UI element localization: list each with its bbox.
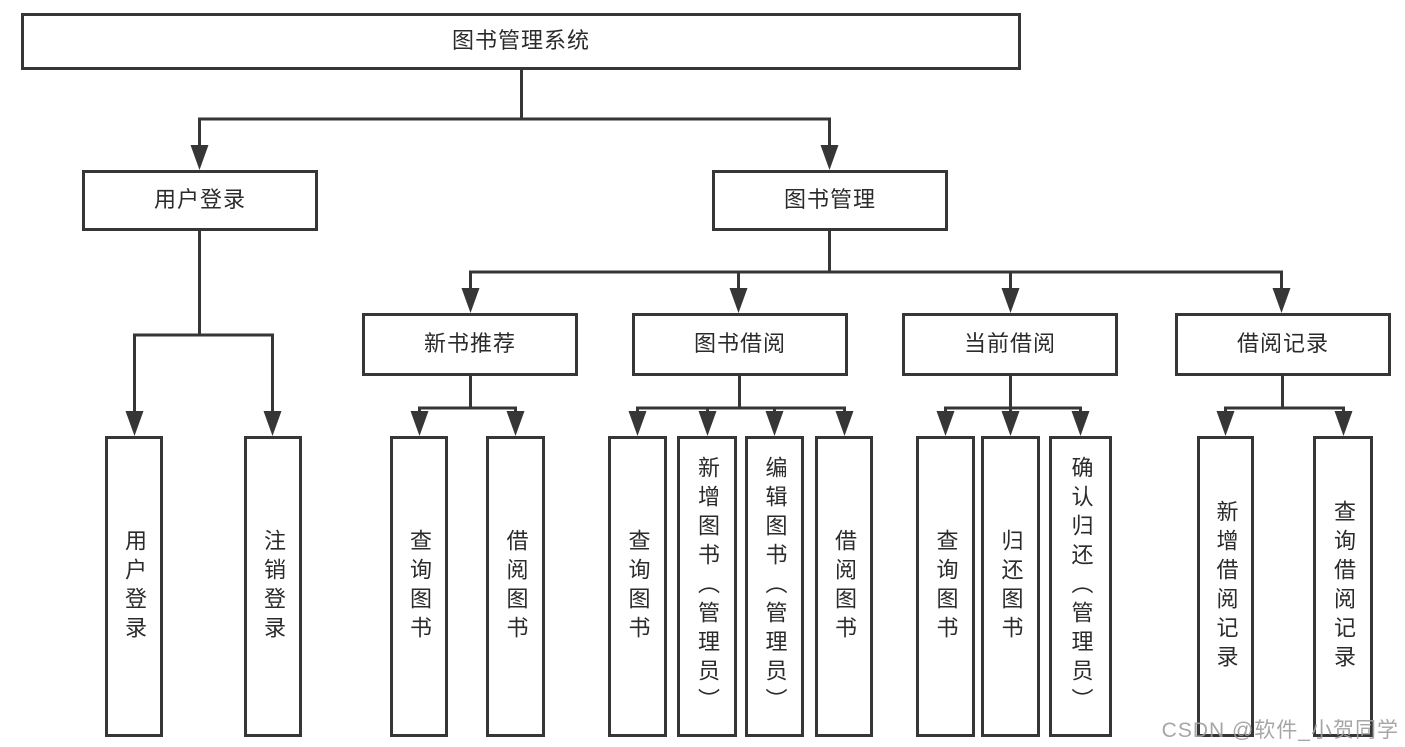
node-book-borrow: 图书借阅	[632, 313, 848, 376]
node-label: 图书管理系统	[451, 28, 590, 54]
node-label: 用户登录	[153, 187, 246, 213]
leaf-label: 新增借阅记录	[1213, 499, 1239, 674]
leaf-label: 编辑图书（管理员）	[762, 456, 788, 717]
leaf-label: 查询图书	[407, 528, 432, 645]
leaf-label: 确认归还（管理员）	[1068, 456, 1094, 717]
leaf-label: 注销登录	[261, 528, 286, 645]
node-label: 新书推荐	[423, 331, 516, 357]
leaf-label: 归还图书	[998, 528, 1024, 645]
leaf-label: 用户登录	[122, 528, 147, 645]
node-user-login-branch: 用户登录	[82, 170, 318, 231]
leaf-borrow-books: 借阅图书	[486, 436, 545, 737]
csdn-watermark: CSDN @软件_小贺同学	[1161, 719, 1399, 742]
node-label: 图书借阅	[693, 331, 786, 357]
node-root-system: 图书管理系统	[21, 13, 1021, 70]
node-current-borrow: 当前借阅	[902, 313, 1118, 376]
node-book-management-branch: 图书管理	[712, 170, 948, 231]
leaf-confirm-return-admin: 确认归还（管理员）	[1049, 436, 1112, 737]
leaf-label: 查询图书	[625, 528, 651, 645]
node-borrow-records: 借阅记录	[1175, 313, 1391, 376]
leaf-label: 新增图书（管理员）	[695, 456, 720, 717]
leaf-label: 查询借阅记录	[1331, 499, 1356, 674]
leaf-query-books: 查询图书	[916, 436, 975, 737]
arrowheads	[125, 145, 1353, 436]
leaf-add-book-admin: 新增图书（管理员）	[677, 436, 737, 737]
leaf-return-book: 归还图书	[981, 436, 1040, 737]
leaf-label: 借阅图书	[503, 528, 529, 645]
leaf-logout: 注销登录	[244, 436, 302, 737]
node-label: 借阅记录	[1236, 331, 1329, 357]
leaf-add-borrow-record: 新增借阅记录	[1197, 436, 1254, 737]
leaf-user-login: 用户登录	[105, 436, 163, 737]
leaf-borrow-books: 借阅图书	[815, 436, 873, 737]
leaf-query-books: 查询图书	[608, 436, 667, 737]
node-new-book-recommend: 新书推荐	[362, 313, 578, 376]
leaf-query-books: 查询图书	[390, 436, 448, 737]
node-label: 当前借阅	[963, 331, 1056, 357]
leaf-edit-book-admin: 编辑图书（管理员）	[745, 436, 804, 737]
leaf-label: 查询图书	[933, 528, 959, 645]
leaf-query-borrow-record: 查询借阅记录	[1313, 436, 1373, 737]
leaf-label: 借阅图书	[832, 528, 857, 645]
node-label: 图书管理	[783, 187, 876, 213]
